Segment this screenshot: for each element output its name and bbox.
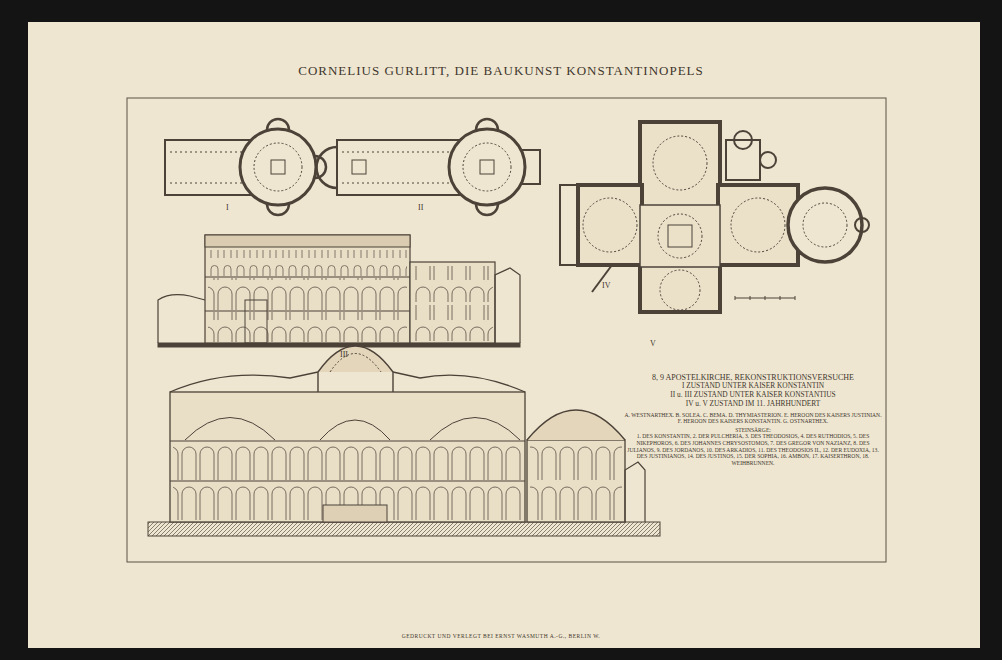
figure-number: III xyxy=(340,350,348,359)
figure-number: I xyxy=(226,203,229,212)
figure-number: II xyxy=(418,203,423,212)
figure-number: IV xyxy=(602,281,610,290)
state-note: I ZUSTAND UNTER KAISER KONSTANTIN xyxy=(622,382,884,391)
legend-heading: STEINSÄRGE: xyxy=(622,427,884,434)
plate-title: CORNELIUS GURLITT, DIE BAUKUNST KONSTANT… xyxy=(0,63,1002,79)
legend-letters: A. WESTNARTHEX. B. SOLEA. C. BEMA. D. TH… xyxy=(622,412,884,425)
plate-heading: 8, 9 APOSTELKIRCHE, REKONSTRUKTIONSVERSU… xyxy=(622,373,884,382)
imprint: GEDRUCKT UND VERLEGT BEI ERNST WASMUTH A… xyxy=(0,633,1002,639)
figure-number: V xyxy=(650,339,656,348)
sarcophagi-list: 1. DES KONSTANTIN, 2. DER PULCHERIA, 3. … xyxy=(622,433,884,466)
paper xyxy=(28,22,980,648)
state-note: IV u. V ZUSTAND IM 11. JAHRHUNDERT xyxy=(622,400,884,409)
state-note: II u. III ZUSTAND UNTER KAISER KONSTANTI… xyxy=(622,391,884,400)
legend-text-block: 8, 9 APOSTELKIRCHE, REKONSTRUKTIONSVERSU… xyxy=(622,372,884,466)
